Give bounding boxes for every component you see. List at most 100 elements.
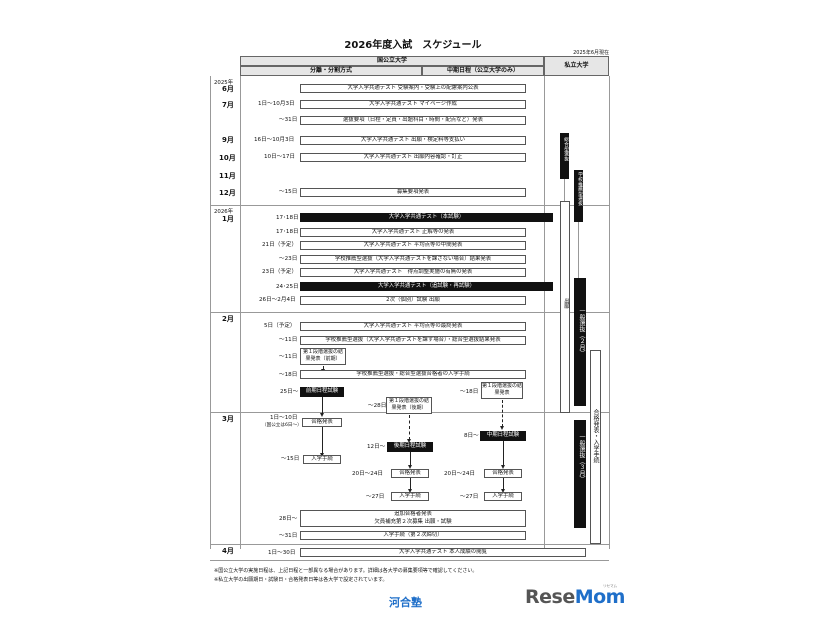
- row-box: 入学手続（第２次締切）: [300, 531, 526, 540]
- kawaijuku-logo: 河合塾: [389, 596, 422, 609]
- private-gokaku-bar: 合格発表・入学手続: [590, 350, 601, 544]
- first-stage-date: 〜11日: [279, 354, 298, 360]
- late-line-1: 追加合格者発表: [394, 511, 432, 517]
- row-date: 23日（予定）: [262, 269, 298, 275]
- row-date: 〜15日: [279, 189, 298, 195]
- kouki-first-label: 第１段階選抜の結果発表（後期）: [388, 398, 429, 411]
- row-box: 学校推薦型選抜・総合型選抜合格者の入学手続: [300, 370, 526, 379]
- first-stage-box-zenki: 第１段階選抜の結果発表（前期）: [300, 348, 346, 365]
- private-ippan-feb-label: 一般選抜（２月）: [578, 308, 585, 356]
- row-date: 5日（予定）: [264, 323, 296, 329]
- middle-exam: 中期日程試験: [480, 431, 526, 441]
- kouki-first-box: 第１段階選抜の結果発表（後期）: [386, 397, 432, 414]
- flow-arrow: [320, 397, 324, 417]
- row-black: 大学入学共通テスト（本試験）: [300, 213, 553, 222]
- row-date: 24･25日: [276, 284, 299, 290]
- middle-exam-date: 8日〜: [464, 433, 479, 439]
- row-date: 1日〜10月3日: [258, 101, 295, 107]
- flow-arrow: [408, 478, 412, 493]
- middle-proc: 入学手続: [484, 492, 522, 501]
- divider-apr: [210, 544, 609, 545]
- first-stage-label: 第１段階選抜の結果発表（前期）: [302, 349, 343, 362]
- frame-right: [609, 76, 610, 549]
- middle-result-date: 20日〜24日: [444, 471, 476, 477]
- private-gokaku-label: 合格発表・入学手続: [592, 409, 599, 463]
- row-box: 学校推薦型選抜（大学入学共通テストを課す場合）・総合型選抜結果発表: [300, 336, 526, 345]
- late-line-2: 欠員補充第２次募集 出願・試験: [374, 518, 452, 525]
- late-date: 28日〜: [279, 516, 298, 522]
- zenki-exam: 前期日程試験: [300, 387, 344, 397]
- middle-first-box: 第１段階選抜の結果発表: [481, 382, 523, 399]
- zenki-proc: 入学手続: [303, 455, 341, 464]
- year-2026: 2026年: [214, 209, 234, 215]
- middle-first-label: 第１段階選抜の結果発表: [482, 383, 523, 396]
- kouki-proc: 入学手続: [391, 492, 429, 501]
- kouki-result-date: 20日〜24日: [352, 471, 384, 477]
- row-box: 2次（個別）試験 出願: [300, 296, 526, 305]
- row-date: 〜18日: [279, 372, 298, 378]
- kouki-date: 12日〜: [367, 444, 386, 450]
- middle-proc-date: 〜27日: [460, 494, 479, 500]
- private-sogo-line: [564, 179, 565, 213]
- middle-result: 合格発表: [484, 469, 522, 478]
- resemom-logo-mom: Mom: [574, 586, 626, 608]
- private-sogo-bar: 総合型選抜: [560, 133, 569, 179]
- header-private: 私立大学: [544, 56, 609, 76]
- year-2025: 2025年: [214, 80, 234, 86]
- kouki-first-date: 〜28日: [368, 403, 387, 409]
- dashed-arrow: [407, 415, 411, 443]
- row-box: 募集要項発表: [300, 188, 526, 197]
- flow-arrow: [501, 478, 505, 493]
- month-mar: 3月: [222, 415, 234, 423]
- row-date: 21日（予定）: [262, 242, 298, 248]
- private-sogo-label: 総合型選抜: [563, 137, 568, 161]
- page-title: 2026年度入試 スケジュール: [344, 40, 482, 51]
- header-national: 国公立大学: [240, 56, 544, 66]
- zenki-result-note: （国公立は6日〜）: [262, 423, 302, 428]
- resemom-logo-rese: Rese: [525, 586, 575, 608]
- kouki-proc-date: 〜27日: [366, 494, 385, 500]
- private-ippan-mar-label: 一般選抜（３月）: [578, 434, 585, 482]
- row-box: 大学入学共通テスト 出願内容確認・訂正: [300, 153, 526, 162]
- month-jun: 6月: [222, 85, 234, 93]
- row-box: 大学入学共通テスト 受験案内・受験上の配慮案内公表: [300, 84, 526, 93]
- private-ippan-mar-bar: 一般選抜（３月）: [574, 420, 586, 528]
- resemom-kana: リセマム: [603, 584, 617, 588]
- row-box: 大学入学共通テスト 本人成績の閲覧: [300, 548, 586, 557]
- row-date: 〜31日: [279, 117, 298, 123]
- row-box: 大学入学共通テスト 平均点等の中間発表: [300, 241, 526, 250]
- resemom-logo: ReseMom: [525, 586, 625, 608]
- row-box: 大学入学共通テスト 正解等の発表: [300, 228, 526, 237]
- kouki-result: 合格発表: [391, 469, 429, 478]
- row-date: 1日〜30日: [268, 550, 296, 556]
- row-box: 学校推薦型選抜（大学入学共通テストを課さない場合）結果発表: [300, 255, 526, 264]
- middle-first-date: 〜18日: [460, 389, 479, 395]
- row-date: 17･18日: [276, 229, 299, 235]
- private-shutsugan-label: 出願: [563, 298, 569, 309]
- flow-arrow: [320, 427, 324, 457]
- zenki-result-date: 1日〜10日: [270, 415, 298, 421]
- flow-arrow: [408, 452, 412, 469]
- divider-2026: [210, 205, 609, 206]
- kouki-exam: 後期日程試験: [387, 442, 433, 452]
- header-middle: 中期日程（公立大学のみ）: [422, 66, 544, 76]
- divider-feb: [210, 312, 609, 313]
- row-box: 大学入学共通テスト マイページ作成: [300, 100, 526, 109]
- zenki-proc-date: 〜15日: [281, 456, 300, 462]
- header-split: 分離・分割方式: [240, 66, 422, 76]
- zenki-date: 25日〜: [280, 389, 299, 395]
- month-dec: 12月: [219, 189, 236, 197]
- private-suisen-bar: 学校推薦型選抜: [574, 170, 583, 222]
- row-date: 16日〜10月3日: [254, 137, 295, 143]
- row-date: 17･18日: [276, 215, 299, 221]
- row-date: 10日〜17日: [264, 154, 296, 160]
- month-oct: 10月: [219, 154, 236, 162]
- frame-bottom: [210, 560, 609, 561]
- late-box: 追加合格者発表 欠員補充第２次募集 出願・試験: [300, 510, 526, 527]
- private-shutsugan-bar: 出願: [560, 201, 570, 413]
- row-date: 〜11日: [279, 337, 298, 343]
- private-ippan-feb-bar: 一般選抜（２月）: [574, 278, 586, 406]
- row-box: 大学入学共通テスト 平均点等の最終発表: [300, 322, 526, 331]
- dashed-arrow: [500, 400, 504, 430]
- row-date: 26日〜2月4日: [259, 297, 296, 303]
